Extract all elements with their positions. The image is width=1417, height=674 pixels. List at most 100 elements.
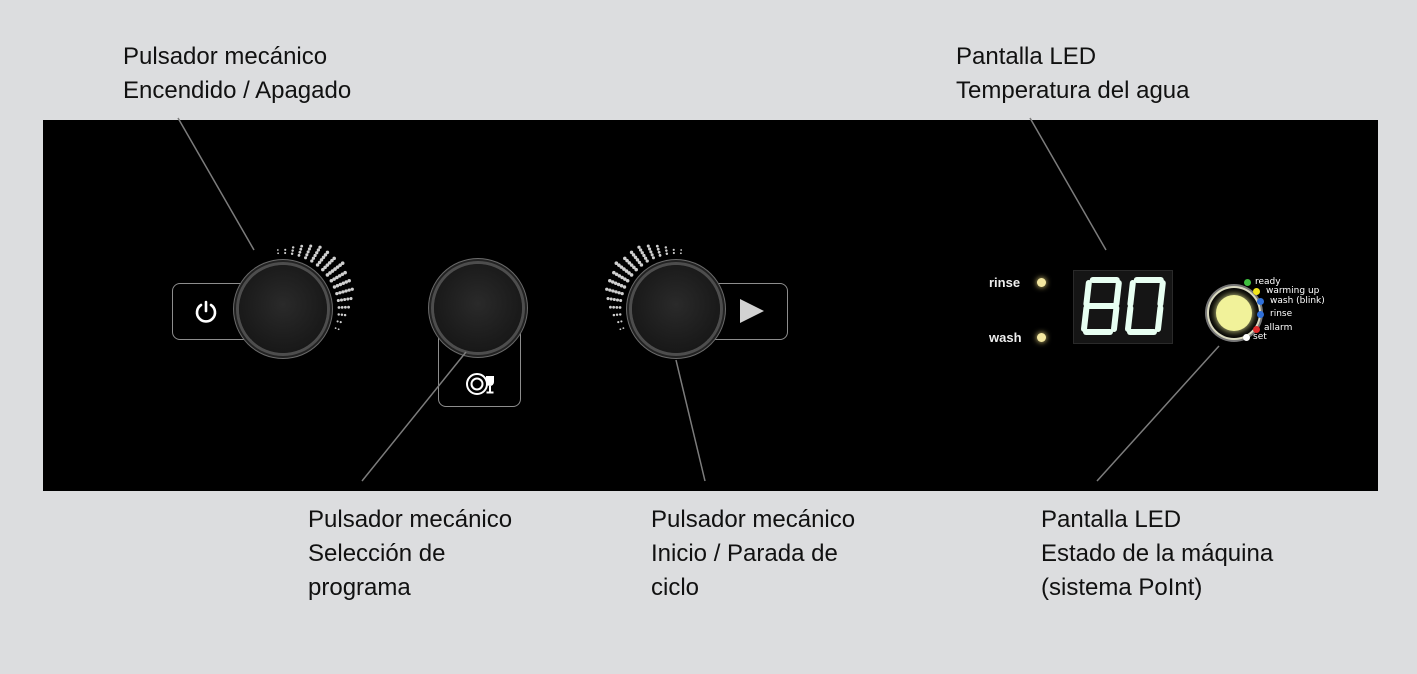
callout-start-line2: Inicio / Parada de [651,540,838,567]
start-stop-button[interactable] [632,265,720,353]
dial-dot [330,258,334,263]
callout-status-line2: Estado de la máquina [1041,540,1274,567]
legend-dot-warming-up [1253,288,1260,295]
dial-dot [619,265,624,269]
dial-dot [321,255,326,260]
dial-dot [339,321,342,324]
dial-dot [613,281,618,285]
segment [1081,305,1090,332]
dial-dot [346,297,350,301]
dial-dot [614,261,619,266]
callout-power: Pulsador mecánico Encendido / Apagado [123,40,351,108]
dial-dot [629,273,634,277]
dial-dot [680,249,683,251]
dial-dot [625,278,630,283]
dial-dot [643,256,648,260]
segment [1127,280,1136,307]
legend-allarm: allarm [1264,323,1293,333]
dial-dot [651,256,655,260]
dial-dot [319,258,324,262]
dial-dot [316,248,321,252]
dial-dot [650,253,654,257]
dial-dot [617,263,621,267]
dial-dot [672,248,675,251]
dial-dot [637,260,642,265]
dial-dot [614,290,618,294]
dial-dot [608,288,612,292]
legend-ready: ready [1255,277,1281,287]
dial-dot [664,246,668,249]
segment [1157,280,1166,307]
dial-dot [330,269,335,273]
dial-dot [338,263,342,267]
dial-dot [639,263,644,267]
dial-dot [347,288,351,292]
dial-dot [620,275,624,280]
dial-dot [325,273,330,277]
leader-program [361,351,467,482]
dial-dot [637,245,641,249]
dial-dot [344,280,349,284]
callout-status-line1: Pantalla LED [1041,506,1182,533]
dial-dot [617,291,621,295]
legend-set: set [1253,332,1267,342]
dial-dot [623,277,627,281]
dial-dot [632,265,636,270]
dial-dot [307,247,311,251]
dial-dot [665,249,668,252]
dial-dot [633,255,638,260]
dial-dot [338,291,342,295]
dial-dot [310,259,314,263]
segment [1155,305,1164,332]
dial-dot [337,306,341,309]
dial-dot [323,253,328,257]
callout-temperature-line1: Pantalla LED [956,43,1097,70]
dial-dot [313,253,317,258]
temperature-digits [1081,277,1166,335]
legend-wash-blink: wash (blink) [1270,296,1325,306]
dial-dot [634,267,638,272]
dial-dot [612,305,616,309]
program-button[interactable] [434,264,522,352]
rinse-indicator-label: rinse [989,275,1021,290]
legend-dot-set [1243,334,1250,341]
dial-dot [617,321,620,324]
dial-dot [608,278,612,283]
dial-dot [343,313,347,317]
dial-dot [606,296,610,301]
dial-dot [350,287,354,291]
dial-dot [635,258,640,262]
dial-dot [645,259,649,263]
power-button[interactable] [239,265,327,353]
segment [1111,305,1120,332]
dial-dot [657,250,661,254]
dial-dot [612,297,616,302]
rinse-indicator-light [1037,278,1046,287]
dial-dot [609,297,613,301]
dial-dot [335,265,340,269]
dial-dot [658,253,662,257]
dial-dot [619,298,623,303]
callout-program: Pulsador mecánico Selección de programa [308,503,512,605]
leader-status [1096,345,1220,482]
callout-program-line2: Selección de [308,540,446,567]
dial-dot [642,253,646,258]
dial-dot [299,247,303,251]
dial-dot [332,277,336,281]
dial-dot [629,250,634,255]
dial-dot [640,251,644,255]
dial-dot [323,265,327,270]
segment [1113,280,1122,307]
callout-program-line1: Pulsador mecánico [308,506,513,533]
dial-dot [284,251,287,255]
dial-dot [305,253,309,257]
dial-dot [347,278,351,283]
segment [1125,305,1134,332]
dial-dot [337,328,340,331]
dial-dot [610,280,615,284]
dial-dot [332,256,336,261]
dial-dot [655,244,659,248]
dial-dot [343,270,347,275]
dial-dot [627,261,632,265]
dial-dot [649,250,653,254]
